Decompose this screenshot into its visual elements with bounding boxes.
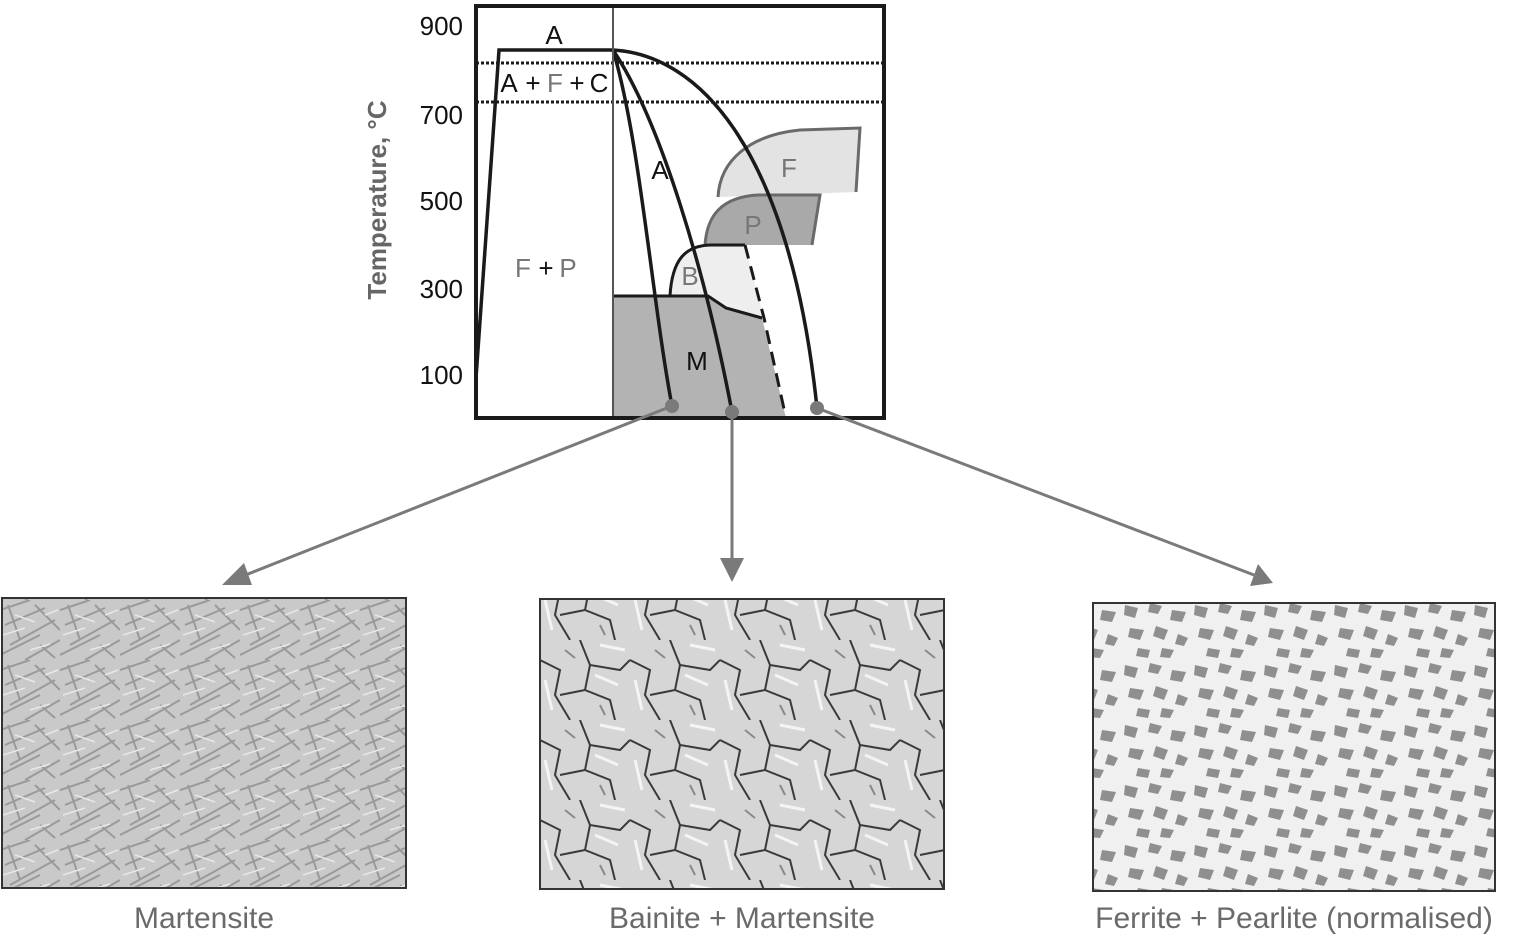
label-two-phase-c: C <box>590 68 609 98</box>
label-two-phase-a: A <box>500 68 518 98</box>
martensite-region <box>613 296 786 418</box>
micrograph-ferrite-pearlite: Ferrite + Pearlite (normalised) <box>1092 602 1496 935</box>
label-fp-p: P <box>559 253 576 283</box>
pearlite-curve <box>703 193 822 246</box>
cooling-curve-fast <box>611 49 674 407</box>
bainite-region <box>670 245 764 318</box>
plot-frame <box>474 4 886 420</box>
label-bainite: B <box>681 261 698 291</box>
label-martensite: M <box>686 346 708 376</box>
y-tick-700: 700 <box>420 100 463 130</box>
ms-line <box>613 294 763 320</box>
arrows <box>222 404 1273 586</box>
y-tick-100: 100 <box>420 360 463 390</box>
micrograph-ferrite-pearlite-image <box>1092 602 1496 892</box>
cooling-curve-slow <box>612 48 819 409</box>
y-tick-900: 900 <box>420 11 463 41</box>
micrograph-bainite-image <box>539 598 945 890</box>
micrograph-martensite-image <box>1 597 407 889</box>
label-pearlite: P <box>744 210 761 240</box>
label-fp-f: F <box>515 253 531 283</box>
ferrite-region <box>718 128 860 197</box>
caption-ferrite-pearlite: Ferrite + Pearlite (normalised) <box>1095 902 1493 935</box>
heating-curve <box>474 48 613 379</box>
label-fp-plus: + <box>538 253 553 283</box>
label-ferrite: F <box>781 153 797 183</box>
label-austenite-top: A <box>545 20 563 50</box>
arrowhead-bainite <box>720 558 744 582</box>
caption-martensite: Martensite <box>134 902 274 935</box>
arrowhead-ferrite-pearlite <box>1250 564 1273 586</box>
micrograph-bainite-martensite: Bainite + Martensite <box>539 598 945 935</box>
cooling-curve-medium <box>611 49 734 413</box>
micrograph-martensite: Martensite <box>1 597 407 935</box>
caption-bainite-martensite: Bainite + Martensite <box>609 902 875 935</box>
y-tick-500: 500 <box>420 186 463 216</box>
label-two-phase-f: F <box>547 68 563 98</box>
pearlite-region <box>705 195 820 245</box>
y-tick-300: 300 <box>420 274 463 304</box>
bainite-curve <box>668 243 745 297</box>
label-two-phase-plus1: + <box>525 68 540 98</box>
dashed-boundary <box>743 244 788 419</box>
y-axis-label: Temperature, °C <box>362 100 392 299</box>
label-two-phase-plus2: + <box>569 68 584 98</box>
arrow-to-ferrite-pearlite <box>816 406 1255 577</box>
cct-diagram: 900 700 500 300 100 Temperature, °C A A … <box>362 4 886 420</box>
arrow-to-martensite <box>237 404 673 580</box>
label-austenite-mid: A <box>651 155 669 185</box>
arrowhead-martensite <box>222 563 252 585</box>
ferrite-curve <box>716 126 862 198</box>
